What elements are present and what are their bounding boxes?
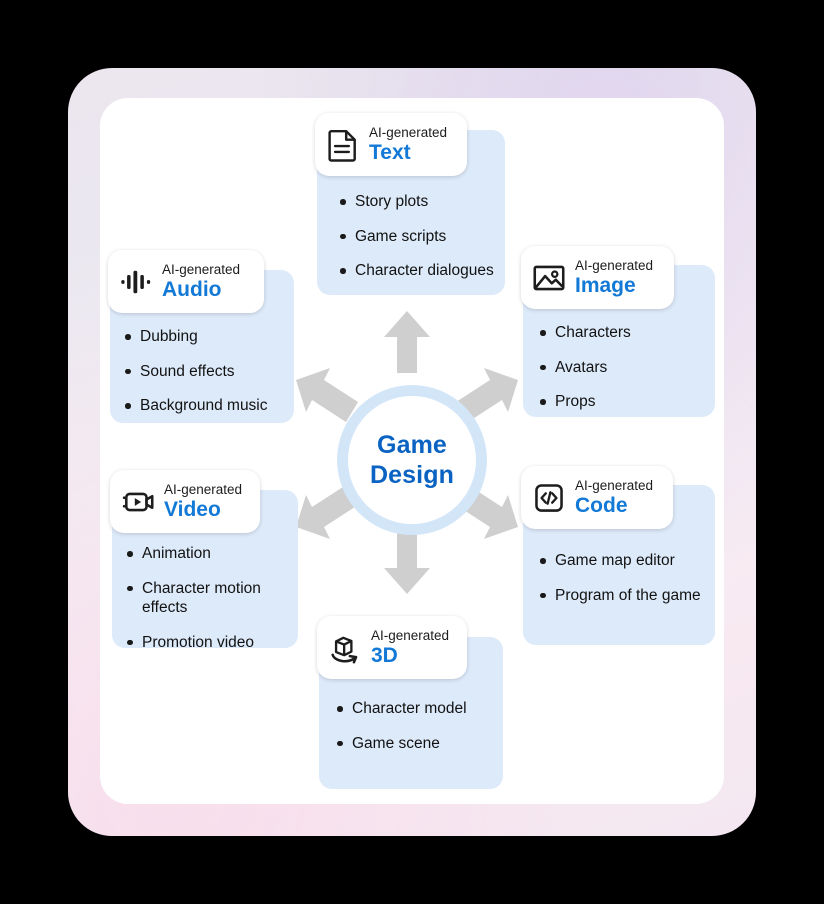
module-text-chip[interactable]: AI-generated Text	[315, 113, 467, 176]
list-item: Promotion video	[127, 633, 285, 653]
center-hub: Game Design	[337, 385, 487, 535]
module-3d-chip[interactable]: AI-generated 3D	[317, 616, 467, 679]
arrow-down-icon	[384, 532, 430, 594]
list-item: Animation	[127, 544, 285, 564]
module-text-prefix: AI-generated	[369, 125, 448, 141]
code-brackets-icon	[535, 483, 563, 512]
module-code-items: Game map editor Program of the game	[540, 551, 715, 605]
list-item: Character dialogues	[340, 261, 515, 281]
list-item: Character motion effects	[127, 579, 285, 618]
list-item: Props	[540, 392, 710, 412]
module-code-chip[interactable]: AI-generated Code	[521, 466, 673, 529]
module-video-items: Animation Character motion effects Promo…	[127, 544, 285, 652]
center-title-line2: Design	[370, 461, 454, 489]
module-video-prefix: AI-generated	[164, 482, 243, 498]
arrow-upper-right-icon	[456, 368, 518, 422]
module-audio-items: Dubbing Sound effects Background music	[125, 327, 295, 416]
arrow-up-icon	[384, 311, 430, 373]
module-3d-name: 3D	[371, 643, 398, 667]
module-3d-prefix: AI-generated	[371, 628, 450, 644]
list-item: Background music	[125, 396, 295, 416]
module-text-name: Text	[369, 140, 411, 164]
list-item: Sound effects	[125, 362, 295, 382]
module-video-chip[interactable]: AI-generated Video	[110, 470, 260, 533]
module-image-name: Image	[575, 273, 636, 297]
list-item: Program of the game	[540, 586, 715, 606]
module-audio-prefix: AI-generated	[162, 262, 241, 278]
list-item: Story plots	[340, 192, 515, 212]
module-text-items: Story plots Game scripts Character dialo…	[340, 192, 515, 281]
module-image-prefix: AI-generated	[575, 258, 654, 274]
module-audio-chip[interactable]: AI-generated Audio	[108, 250, 264, 313]
arrow-upper-left-icon	[296, 368, 358, 422]
picture-icon	[533, 265, 565, 290]
list-item: Avatars	[540, 358, 710, 378]
list-item: Characters	[540, 323, 710, 343]
list-item: Game scene	[337, 734, 507, 754]
waveform-icon	[121, 270, 151, 293]
module-audio-name: Audio	[162, 277, 222, 301]
module-3d-items: Character model Game scene	[337, 699, 507, 753]
module-video-name: Video	[164, 497, 221, 521]
list-item: Game map editor	[540, 551, 715, 571]
module-image-chip[interactable]: AI-generated Image	[521, 246, 674, 309]
list-item: Dubbing	[125, 327, 295, 347]
module-image-items: Characters Avatars Props	[540, 323, 710, 412]
cube-rotate-icon	[331, 636, 358, 664]
module-code-name: Code	[575, 493, 628, 517]
arrow-lower-left-icon	[296, 485, 358, 539]
module-code-prefix: AI-generated	[575, 478, 654, 494]
list-item: Game scripts	[340, 227, 515, 247]
list-item: Character model	[337, 699, 507, 719]
diagram-card: Game Design AI-generated Text Story plot…	[100, 98, 724, 804]
center-title-line1: Game	[377, 430, 447, 459]
document-icon	[328, 129, 356, 162]
video-camera-icon	[122, 492, 154, 511]
